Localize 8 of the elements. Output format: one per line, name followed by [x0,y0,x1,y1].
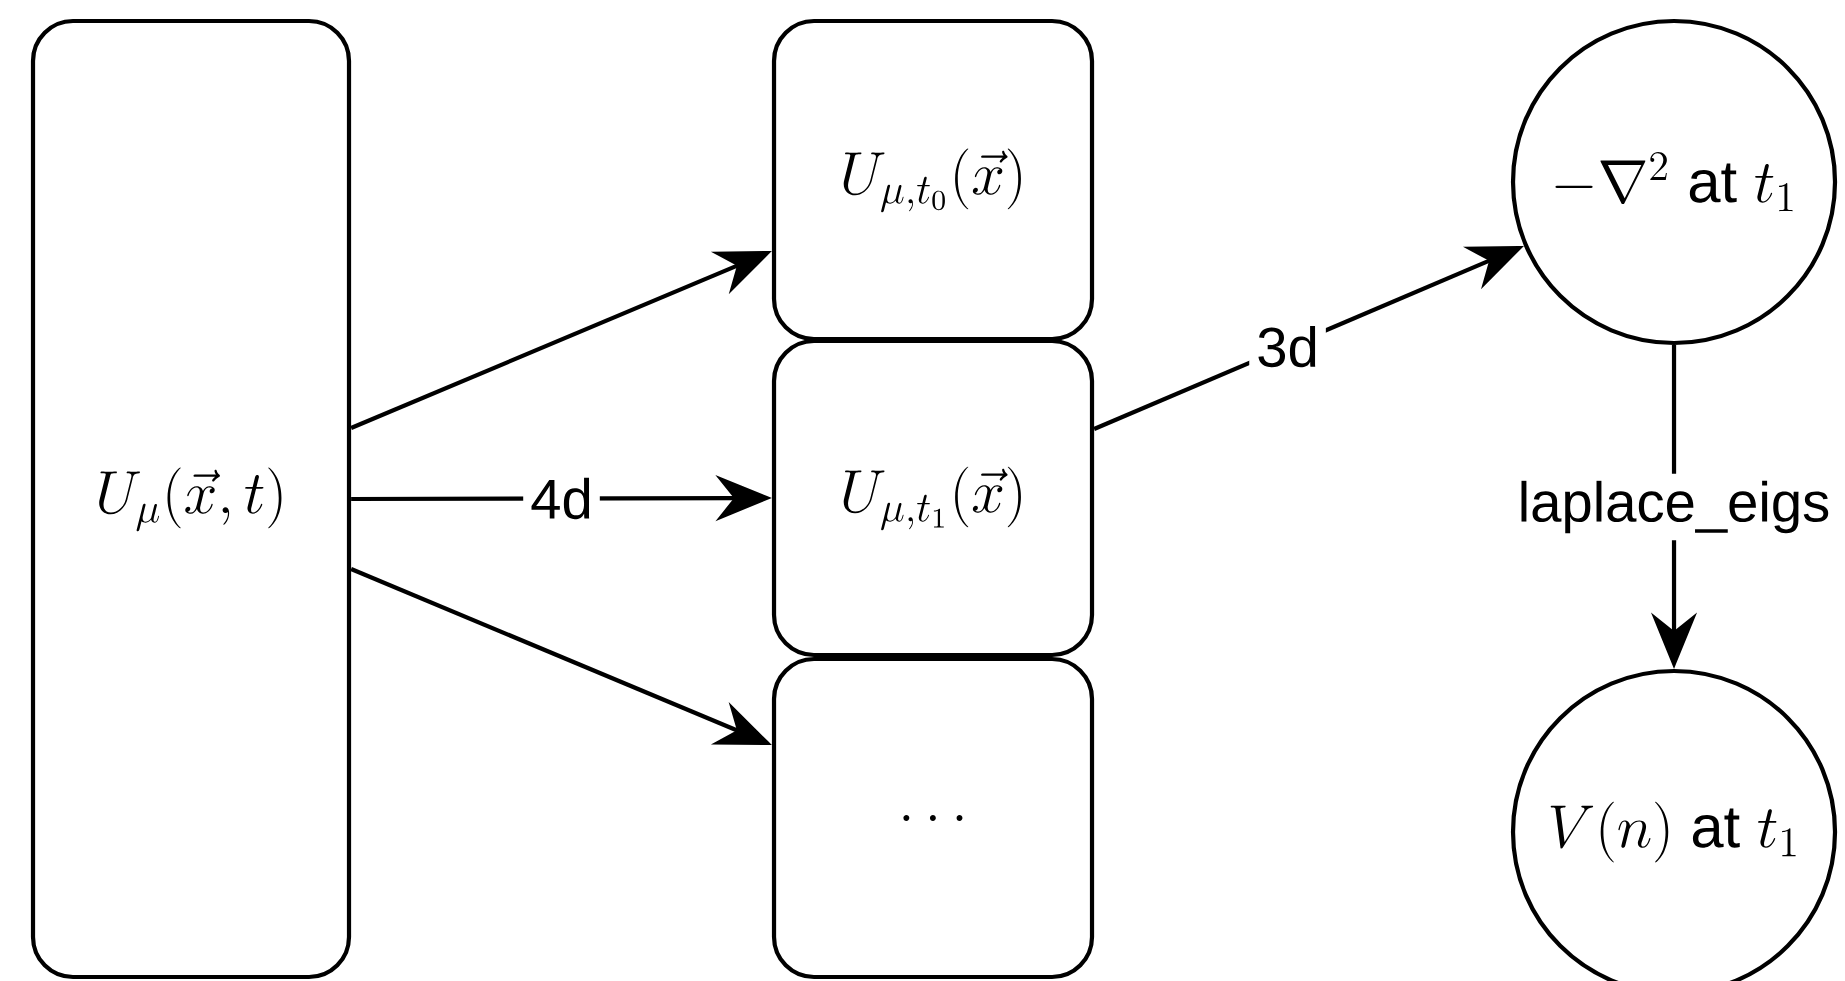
process-box: $U_\mu(\vec{x},t)$ [30,18,352,980]
edge-label: 4d [523,470,600,527]
process-box: $\dots$ [771,656,1095,980]
process-box: $U_{\mu,t_0}(\vec{x})$ [771,18,1095,342]
edge-label: 3d [1249,318,1326,375]
circle-node: $-\nabla^2\ \mathrm{at}\ t_1$ [1510,18,1838,346]
edge-label: laplace_eigs [1510,473,1838,541]
process-box: $U_{\mu,t_1}(\vec{x})$ [771,338,1095,658]
